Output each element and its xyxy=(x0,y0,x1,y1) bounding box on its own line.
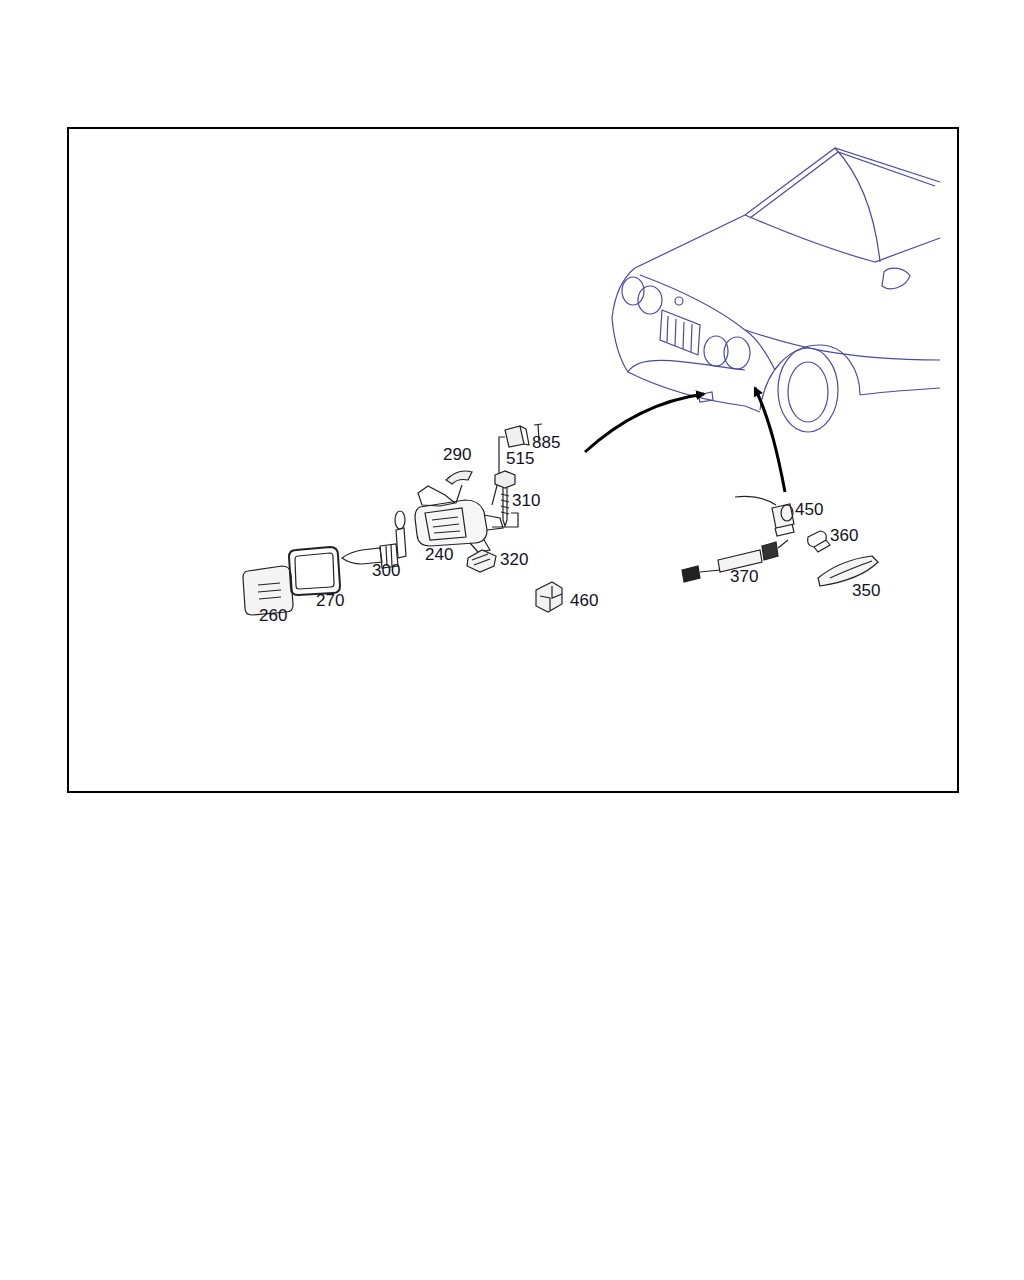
location-arrow xyxy=(755,388,785,492)
location-arrow xyxy=(585,394,704,452)
frame xyxy=(68,128,958,792)
callout-number: 310 xyxy=(512,492,540,509)
callout-number: 360 xyxy=(830,527,858,544)
callout-number: 515 xyxy=(506,450,534,467)
callout-number: 885 xyxy=(532,434,560,451)
callout-number: 460 xyxy=(570,592,598,609)
callout-number: 350 xyxy=(852,582,880,599)
callout-number: 300 xyxy=(372,562,400,579)
callout-number: 270 xyxy=(316,592,344,609)
callout-number: 320 xyxy=(500,551,528,568)
callout-number: 450 xyxy=(795,501,823,518)
callout-number: 370 xyxy=(730,568,758,585)
callout-number: 260 xyxy=(259,607,287,624)
car-outline xyxy=(612,148,940,432)
callout-number: 290 xyxy=(443,446,471,463)
fog-lamp-parts xyxy=(243,424,878,615)
callout-number: 240 xyxy=(425,546,453,563)
